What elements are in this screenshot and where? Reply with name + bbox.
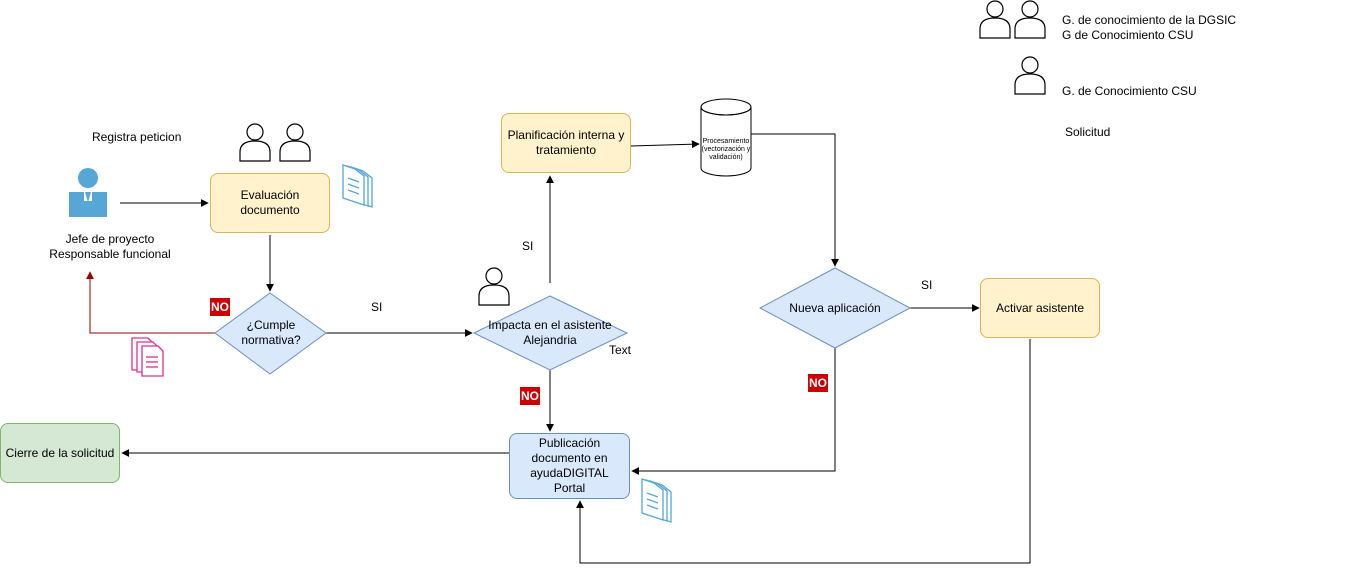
edge-activar-to-publicacion — [576, 339, 1031, 564]
no-badge-cumple: NO — [210, 298, 230, 316]
person-icon-group-evaluacion — [239, 123, 311, 162]
edge-label-si-cumple: SI — [371, 300, 383, 314]
edge-label-si-impacta: SI — [522, 239, 534, 253]
diamond-cumple — [214, 292, 327, 375]
node-cumple[interactable]: ¿Cumple normativa? — [225, 318, 317, 348]
actor-name-line2: Responsable funcional — [49, 247, 171, 261]
no-badge-impacta: NO — [520, 387, 540, 405]
edge-planificacion-to-procesamiento — [630, 140, 700, 149]
node-publicacion[interactable]: Publicación documento en ayudaDIGITAL Po… — [509, 433, 630, 499]
legend-dgsic-label: G. de conocimiento de la DGSIC — [1062, 13, 1237, 27]
node-nueva-aplicacion-label: Nueva aplicación — [789, 300, 881, 315]
node-nueva-aplicacion[interactable]: Nueva aplicación — [772, 299, 898, 317]
person-icon-impacta — [478, 267, 510, 306]
node-procesamiento[interactable]: Procesamiento (vectorización y validació… — [701, 138, 751, 161]
node-evaluacion[interactable]: Evaluación documento — [210, 173, 330, 233]
legend-csu-single-label: G. de Conocimiento CSU — [1062, 84, 1197, 98]
node-activar-label: Activar asistente — [995, 300, 1085, 315]
node-activar[interactable]: Activar asistente — [980, 278, 1100, 338]
node-impacta[interactable]: Impacta en el asistente Alejandria — [483, 318, 617, 348]
node-evaluacion-label: Evaluación documento — [240, 188, 300, 217]
legend-csu-label: G de Conocimiento CSU — [1062, 28, 1194, 42]
documents-icon-publicacion — [641, 478, 672, 523]
person-icon-legend-csu — [1014, 56, 1046, 95]
no-badge-nueva: NO — [808, 374, 828, 392]
person-icon-legend-dgsic — [979, 0, 1046, 39]
node-publicacion-label: Publicación documento en ayudaDIGITAL Po… — [530, 436, 609, 495]
actor-action-label: Registra peticion — [92, 130, 182, 144]
node-planificacion[interactable]: Planificación interna y tratamiento — [501, 113, 631, 173]
node-cierre-label: Cierre de la solicitud — [5, 445, 115, 460]
edge-nueva-no-to-publicacion — [631, 348, 836, 475]
node-cumple-label: ¿Cumple normativa? — [241, 318, 301, 347]
actor-name-line1: Jefe de proyecto — [65, 232, 155, 246]
diamond-nueva — [758, 267, 912, 349]
node-planificacion-label: Planificación interna y tratamiento — [507, 128, 625, 157]
database-cylinder-icon — [700, 98, 752, 177]
user-icon — [69, 168, 107, 217]
edge-procesamiento-to-nueva — [751, 133, 839, 267]
documents-icon-evaluacion — [342, 164, 373, 208]
documents-icon-rejected — [131, 337, 164, 377]
diamond-impacta — [472, 295, 629, 371]
edge-cumple-no-back — [86, 271, 215, 334]
node-cierre[interactable]: Cierre de la solicitud — [0, 423, 120, 483]
node-impacta-label: Impacta en el asistente Alejandria — [488, 318, 612, 347]
edge-label-si-nueva: SI — [921, 278, 933, 292]
legend-solicitud-label: Solicitud — [1065, 125, 1111, 139]
edge-label-text: Text — [609, 343, 632, 357]
